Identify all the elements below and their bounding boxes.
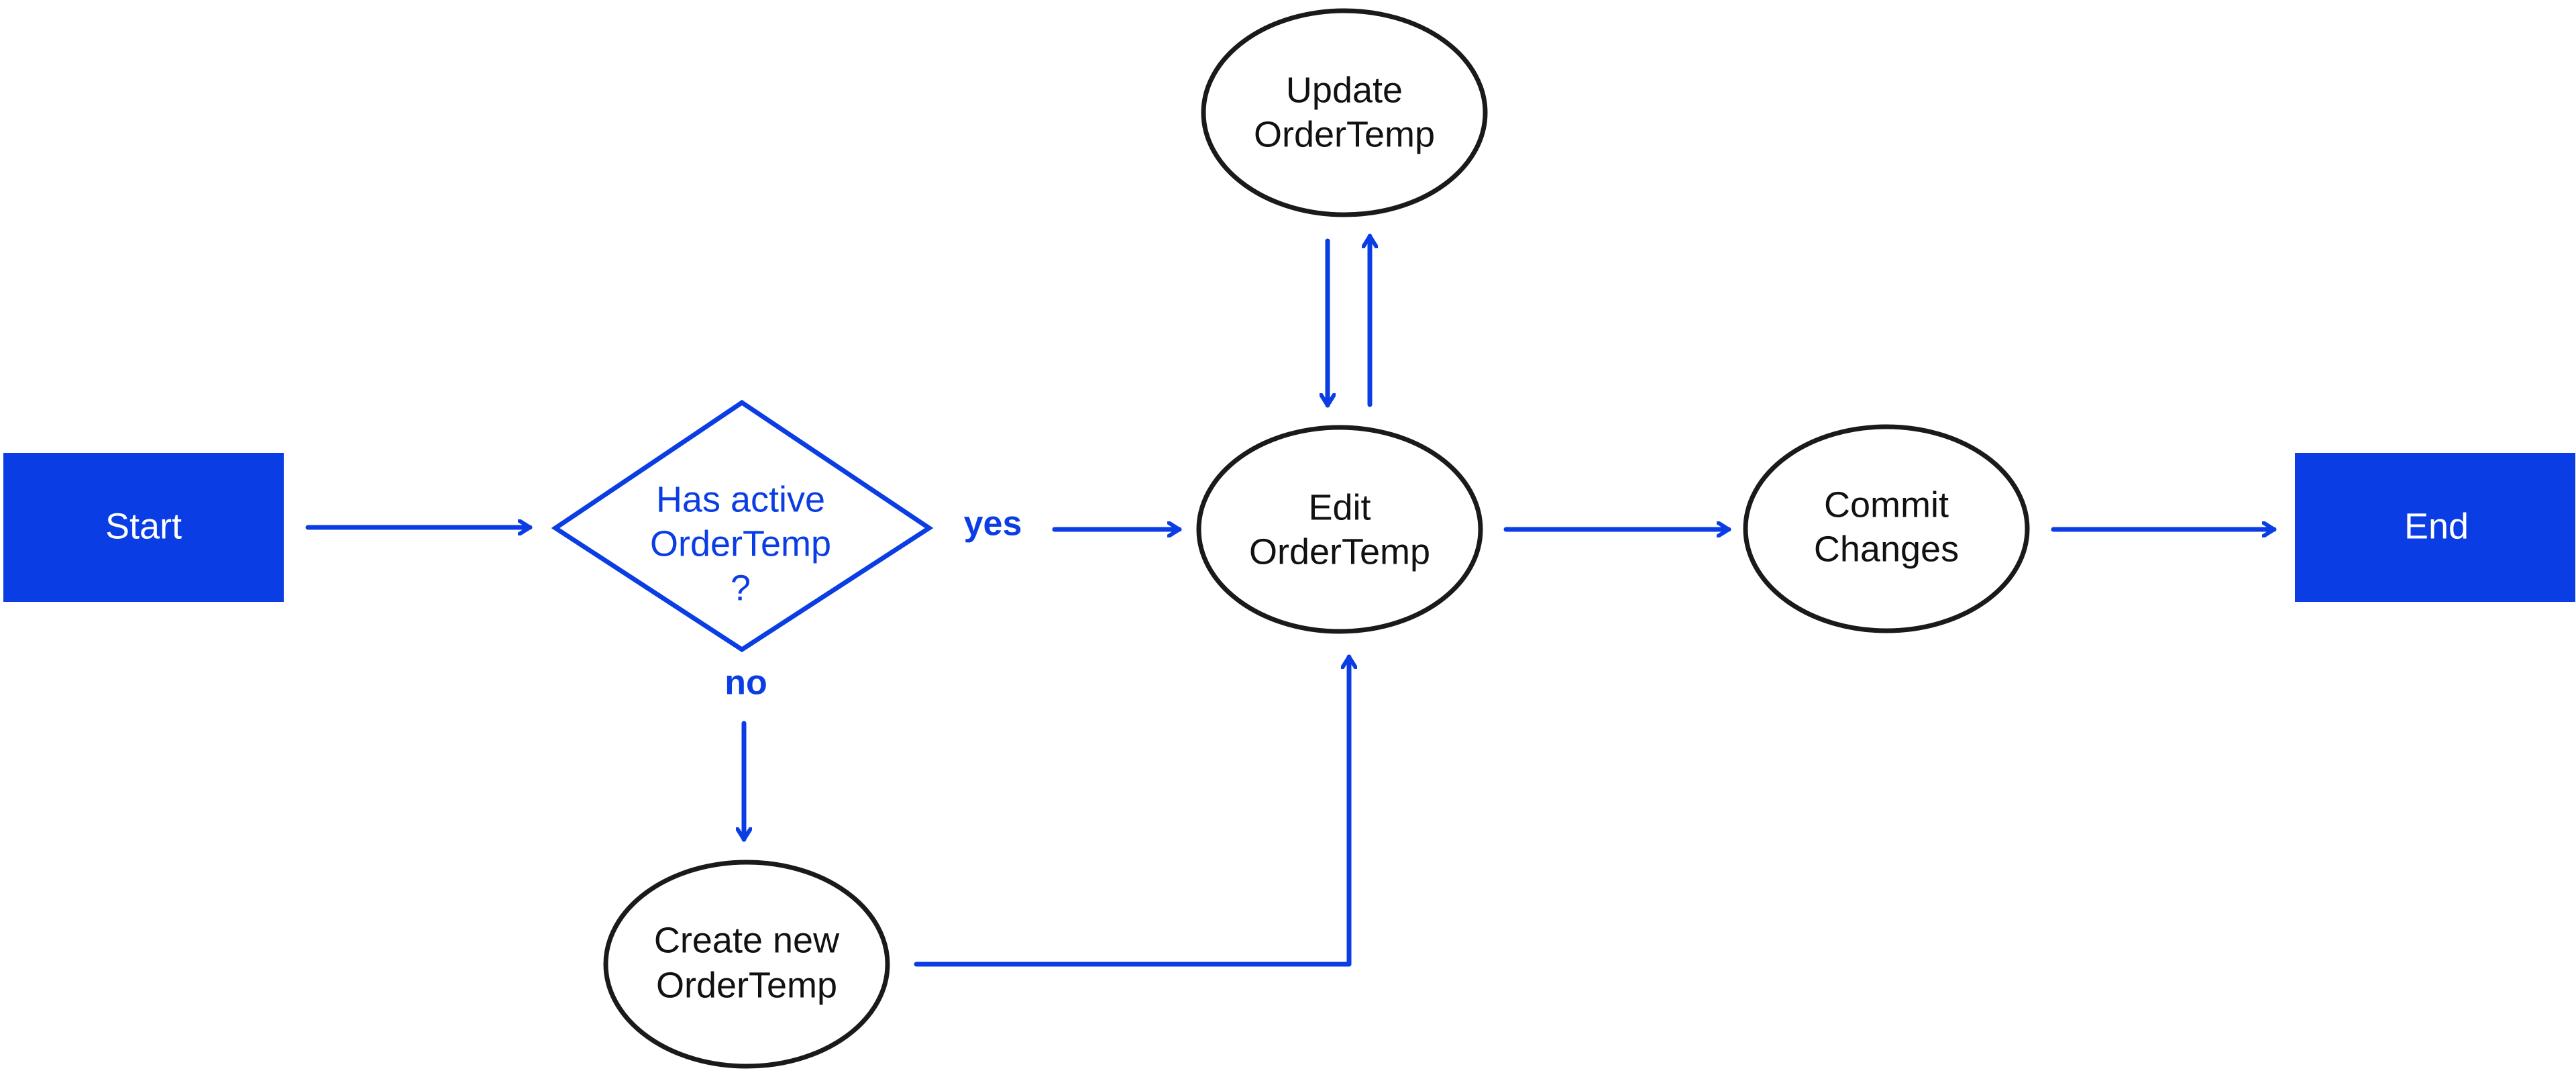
start-node-box <box>3 453 284 602</box>
create-new-ordertemp-line-2: OrderTemp <box>656 965 837 1005</box>
create-new-ordertemp-ellipse <box>603 860 890 1069</box>
decision-node-line-3: ? <box>731 568 751 608</box>
decision-node-line-1: Has active <box>656 479 825 519</box>
edit-ordertemp-line-2: OrderTemp <box>1249 531 1430 572</box>
commit-changes-node[interactable]: Commit Changes <box>1743 424 2030 633</box>
edge-label-yes: yes <box>964 505 1022 544</box>
update-ordertemp-line-1: Update <box>1286 70 1403 110</box>
update-ordertemp-line-2: OrderTemp <box>1254 114 1435 154</box>
update-ordertemp-node[interactable]: Update OrderTemp <box>1201 8 1488 217</box>
edit-ordertemp-line-1: Edit <box>1308 487 1371 527</box>
end-node[interactable]: End <box>2295 453 2575 602</box>
edge-label-no: no <box>724 664 767 703</box>
create-new-ordertemp-line-1: Create new <box>654 920 840 960</box>
end-node-label: End <box>2404 506 2469 546</box>
decision-node[interactable]: Has active OrderTemp ? <box>551 399 934 653</box>
start-node-label: Start <box>105 506 182 546</box>
edge-create-to-edit <box>914 654 1349 967</box>
decision-node-diamond <box>551 399 934 653</box>
start-node[interactable]: Start <box>3 453 284 602</box>
edit-ordertemp-node[interactable]: Edit OrderTemp <box>1196 425 1483 634</box>
end-node-box <box>2295 453 2575 602</box>
commit-changes-line-2: Changes <box>1814 529 1959 569</box>
decision-node-line-2: OrderTemp <box>650 523 831 564</box>
commit-changes-line-1: Commit <box>1824 484 1949 525</box>
edit-ordertemp-ellipse <box>1196 425 1483 634</box>
create-new-ordertemp-node[interactable]: Create new OrderTemp <box>603 860 890 1069</box>
commit-changes-ellipse <box>1743 424 2030 633</box>
update-ordertemp-ellipse <box>1201 8 1488 217</box>
